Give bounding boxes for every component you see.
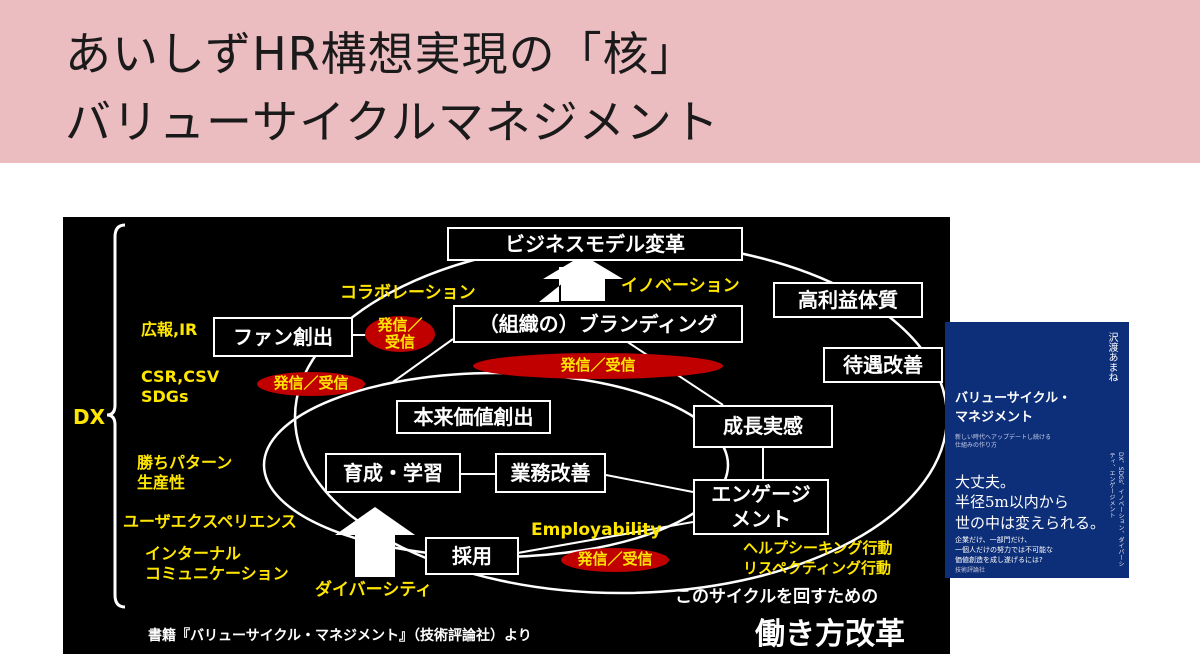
box-treatment: 待遇改善 xyxy=(823,347,943,383)
book-cover-image: 沢渡あまね バリューサイクル・ マネジメント 新しい時代へアップデートし続ける … xyxy=(945,322,1129,578)
label-respecting: リスペクティング行動 xyxy=(743,559,892,577)
up-arrow-top xyxy=(543,255,623,301)
label-collaboration: コラボレーション xyxy=(340,283,476,303)
book-body-line-2: 一個人だけの努力では不可能な xyxy=(955,545,1053,554)
title-banner: あいしずHR構想実現の「核」 バリューサイクルマネジメント xyxy=(0,0,1200,163)
label-sdgs: SDGs xyxy=(141,387,189,406)
box-hiring: 採用 xyxy=(425,537,519,575)
book-copy: 大丈夫。 半径5m以内から 世の中は変えられる。 xyxy=(955,472,1105,533)
connector-hiring-engagement xyxy=(494,521,694,558)
label-internal-1: インターナル xyxy=(145,544,242,563)
box-high-profit: 高利益体質 xyxy=(773,282,923,318)
book-subtitle-line-2: 仕組みの作り方 xyxy=(955,442,998,450)
book-subtitle-line-1: 新しい時代へアップデートし続ける xyxy=(955,434,1052,441)
pill-send-receive-branding: 発信／受信 xyxy=(473,353,723,379)
connector-improvement-engagement xyxy=(605,474,694,493)
value-cycle-diagram: DX 広報,IR CSR,CSV SDGs 勝ちパターン 生産性 ユーザエクスペ… xyxy=(63,217,950,654)
dx-label: DX xyxy=(73,405,106,429)
label-csr: CSR,CSV xyxy=(141,367,220,386)
pill-send-receive-fan-line-2: 受信 xyxy=(384,333,415,351)
box-fan-creation: ファン創出 xyxy=(213,317,353,357)
box-engagement-line-2: メント xyxy=(731,507,791,531)
connector-branding-value xyxy=(392,338,454,383)
label-work-reform: 働き方改革 xyxy=(755,617,905,652)
book-copy-line-3: 世の中は変えられる。 xyxy=(955,513,1106,532)
pill-send-receive-fan-line-1: 発信／ xyxy=(377,315,423,334)
book-side-text: DX、SDGs、イノベーション、ダイバーシティ、エンゲージメント xyxy=(1108,452,1124,567)
box-engagement: エンゲージ メント xyxy=(693,479,829,535)
book-author: 沢渡あまね xyxy=(1106,332,1117,382)
book-publisher: 技術評論社 xyxy=(955,567,986,574)
pill-send-receive-bottom: 発信／受信 xyxy=(561,548,669,572)
label-productivity: 生産性 xyxy=(137,473,186,492)
label-help-seeking: ヘルプシーキング行動 xyxy=(743,539,893,557)
book-body: 企業だけ、一部門だけ、 一個人だけの努力では不可能な 価値創造を成し遂げるには? xyxy=(955,536,1053,565)
box-value-creation: 本来価値創出 xyxy=(396,400,551,434)
label-diversity: ダイバーシティ xyxy=(315,580,433,600)
page-title-line-2: バリューサイクルマネジメント xyxy=(65,95,720,149)
up-arrow-bottom xyxy=(335,507,415,577)
label-ux: ユーザエクスペリエンス xyxy=(123,512,297,531)
book-title-line-1: バリューサイクル・ xyxy=(955,391,1072,406)
label-employability: Employability xyxy=(531,520,662,540)
label-win-pattern: 勝ちパターン xyxy=(137,453,233,472)
box-growth-feeling: 成長実感 xyxy=(693,405,833,448)
box-improvement: 業務改善 xyxy=(495,453,606,493)
dx-brace xyxy=(106,223,126,609)
book-body-line-1: 企業だけ、一部門だけ、 xyxy=(955,536,1032,544)
page-title-line-1: あいしずHR構想実現の「核」 xyxy=(65,27,697,81)
label-cycle-for: このサイクルを回すための xyxy=(675,587,879,607)
pill-send-receive-left: 発信／受信 xyxy=(257,372,365,396)
label-innovation: イノベーション xyxy=(621,276,740,296)
book-copy-line-2: 半径5m以内から xyxy=(955,493,1069,512)
diagram-lines xyxy=(106,223,949,609)
book-body-line-3: 価値創造を成し遂げるには? xyxy=(955,555,1043,564)
book-copy-line-1: 大丈夫。 xyxy=(955,473,1016,491)
label-internal-2: コミュニケーション xyxy=(145,564,289,583)
book-subtitle: 新しい時代へアップデートし続ける 仕組みの作り方 xyxy=(955,434,1075,451)
pill-send-receive-fan: 発信／ 受信 xyxy=(365,316,435,352)
box-business-model: ビジネスモデル変革 xyxy=(447,227,743,261)
box-training: 育成・学習 xyxy=(325,453,461,493)
book-title-line-2: マネジメント xyxy=(955,409,1034,425)
box-engagement-line-1: エンゲージ xyxy=(711,482,811,506)
book-title: バリューサイクル・ マネジメント xyxy=(955,390,1071,428)
box-branding: （組織の）ブランディング xyxy=(453,305,743,343)
label-source: 書籍『バリューサイクル・マネジメント』（技術評論社）より xyxy=(148,628,532,644)
label-pr-ir: 広報,IR xyxy=(141,320,198,339)
